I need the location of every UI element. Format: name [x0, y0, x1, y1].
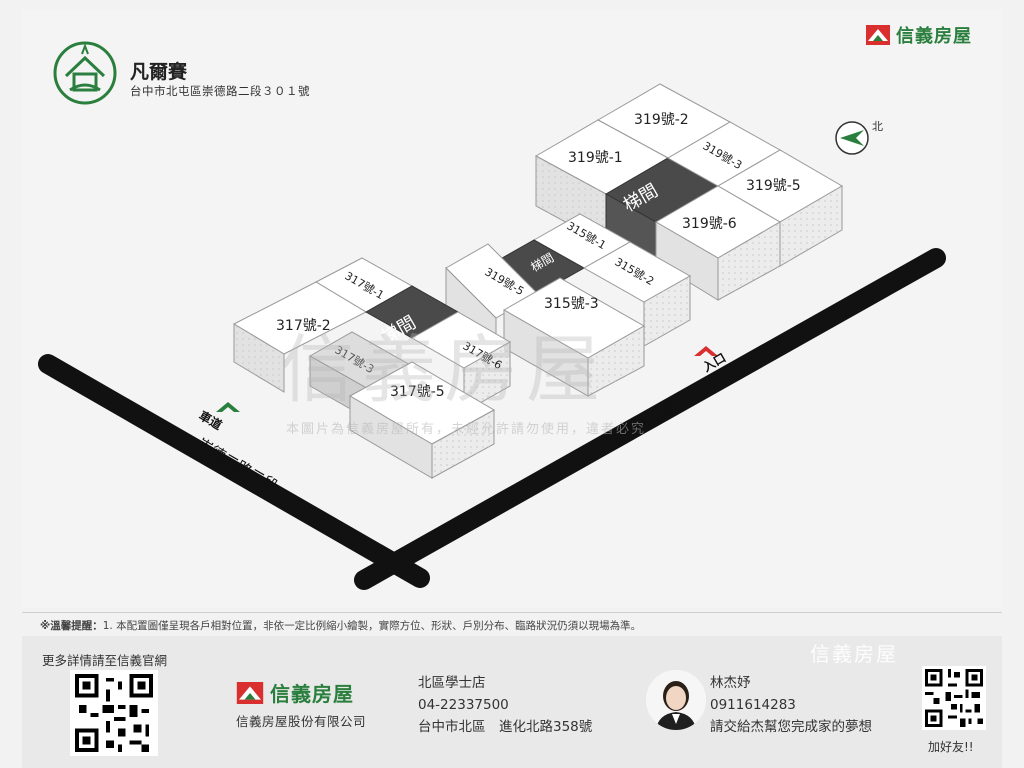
unit-label-319-2: 319號-2 [634, 112, 689, 128]
agent-slogan: 請交給杰幫您完成家的夢想 [710, 719, 872, 735]
agent-phone: 0911614283 [710, 697, 796, 713]
building-319-group: 319號-2 319號-1 梯間 319號-3 319號-5 [534, 83, 843, 301]
north-label: 北 [872, 120, 883, 133]
road-right-label: 崇德路二段 [605, 396, 679, 449]
building-317-group: 317號-1 317號-2 梯間 317號-3 317號-6 [232, 257, 512, 479]
unit-319-3: 319號-3 [666, 121, 782, 187]
unit-label-319-6: 319號-6 [682, 216, 737, 232]
unit-317-2: 317號-2 [232, 281, 368, 393]
website-qr-code[interactable] [70, 670, 158, 756]
project-logo-icon [52, 40, 118, 106]
unit-label-315-3: 315號-3 [544, 296, 599, 312]
store-info: 北區學士店 04-22337500 台中市北區 進化北路358號 [418, 672, 592, 738]
footer-brand-mark-icon [236, 681, 264, 704]
brand-name: 信義房屋 [896, 26, 972, 47]
north-compass: 北 [835, 120, 883, 155]
notice-bar: ※溫馨提醒：1. 本配置圖僅呈現各戶相對位置，非依一定比例縮小繪製，實際方位、形… [22, 612, 1002, 634]
footer-brand: 信義房屋 信義房屋股份有限公司 [236, 678, 366, 730]
project-address: 台中市北屯區崇德路二段３０１號 [130, 84, 310, 98]
unit-label-317-2: 317號-2 [276, 318, 331, 334]
unit-label-319-5: 319號-5 [746, 178, 801, 194]
agent-name: 林杰妤 [710, 675, 751, 691]
agent-avatar [646, 670, 706, 730]
site-plan-diagram: 崇德二路二段 崇德路二段 車道 入口 北 319號-2 319號-1 [38, 83, 946, 590]
building-315-group: 315號-1 梯間 319號-5 315號-2 315號-3 [445, 213, 692, 397]
unit-317-5: 317號-5 [348, 361, 496, 479]
notice-text: 1. 本配置圖僅呈現各戶相對位置，非依一定比例縮小繪製，實際方位、形狀、戶別分布… [102, 620, 642, 632]
unit-315-3: 315號-3 [502, 277, 646, 397]
unit-317-1: 317號-1 [314, 257, 414, 313]
ramp-marker: 車道 [197, 402, 240, 433]
entrance-arrow-icon [694, 346, 718, 356]
footer-brand-name: 信義房屋 [270, 682, 354, 706]
unit-315-2: 315號-2 [582, 241, 692, 347]
unit-319-6: 319號-6 [655, 185, 781, 301]
unit-319-5: 319號-5 [717, 149, 843, 267]
store-address: 台中市北區 進化北路358號 [418, 719, 593, 735]
add-friend-label: 加好友!! [928, 740, 974, 754]
agent-info: 林杰妤 0911614283 請交給杰幫您完成家的夢想 [710, 672, 872, 738]
footer: 信義房屋 更多詳情請至信義官網 信義房屋 信義房屋股份有限公司 北區學士店 0 [22, 636, 1002, 768]
brand-logo: 信義房屋 [866, 22, 972, 48]
store-phone: 04-22337500 [418, 697, 509, 713]
roads: 崇德二路二段 崇德路二段 [38, 248, 946, 590]
road-left [38, 354, 430, 588]
road-right [354, 248, 946, 590]
ramp-arrow-icon [216, 402, 240, 412]
store-name: 北區學士店 [418, 675, 486, 691]
stairwell-319: 梯間 [604, 157, 720, 263]
project-name: 凡爾賽 [130, 61, 188, 83]
footer-watermark: 信義房屋 [810, 642, 898, 666]
north-arrow-icon [840, 130, 864, 146]
notice-label: ※溫馨提醒： [40, 620, 103, 632]
more-info-text: 更多詳情請至信義官網 [42, 653, 168, 668]
company-name: 信義房屋股份有限公司 [236, 714, 367, 729]
unit-label-319-1: 319號-1 [568, 150, 623, 166]
brand-mark-icon [866, 25, 890, 45]
line-qr-code[interactable] [922, 666, 986, 730]
unit-317-6: 317號-6 [410, 311, 512, 413]
unit-label-317-5: 317號-5 [390, 384, 445, 400]
